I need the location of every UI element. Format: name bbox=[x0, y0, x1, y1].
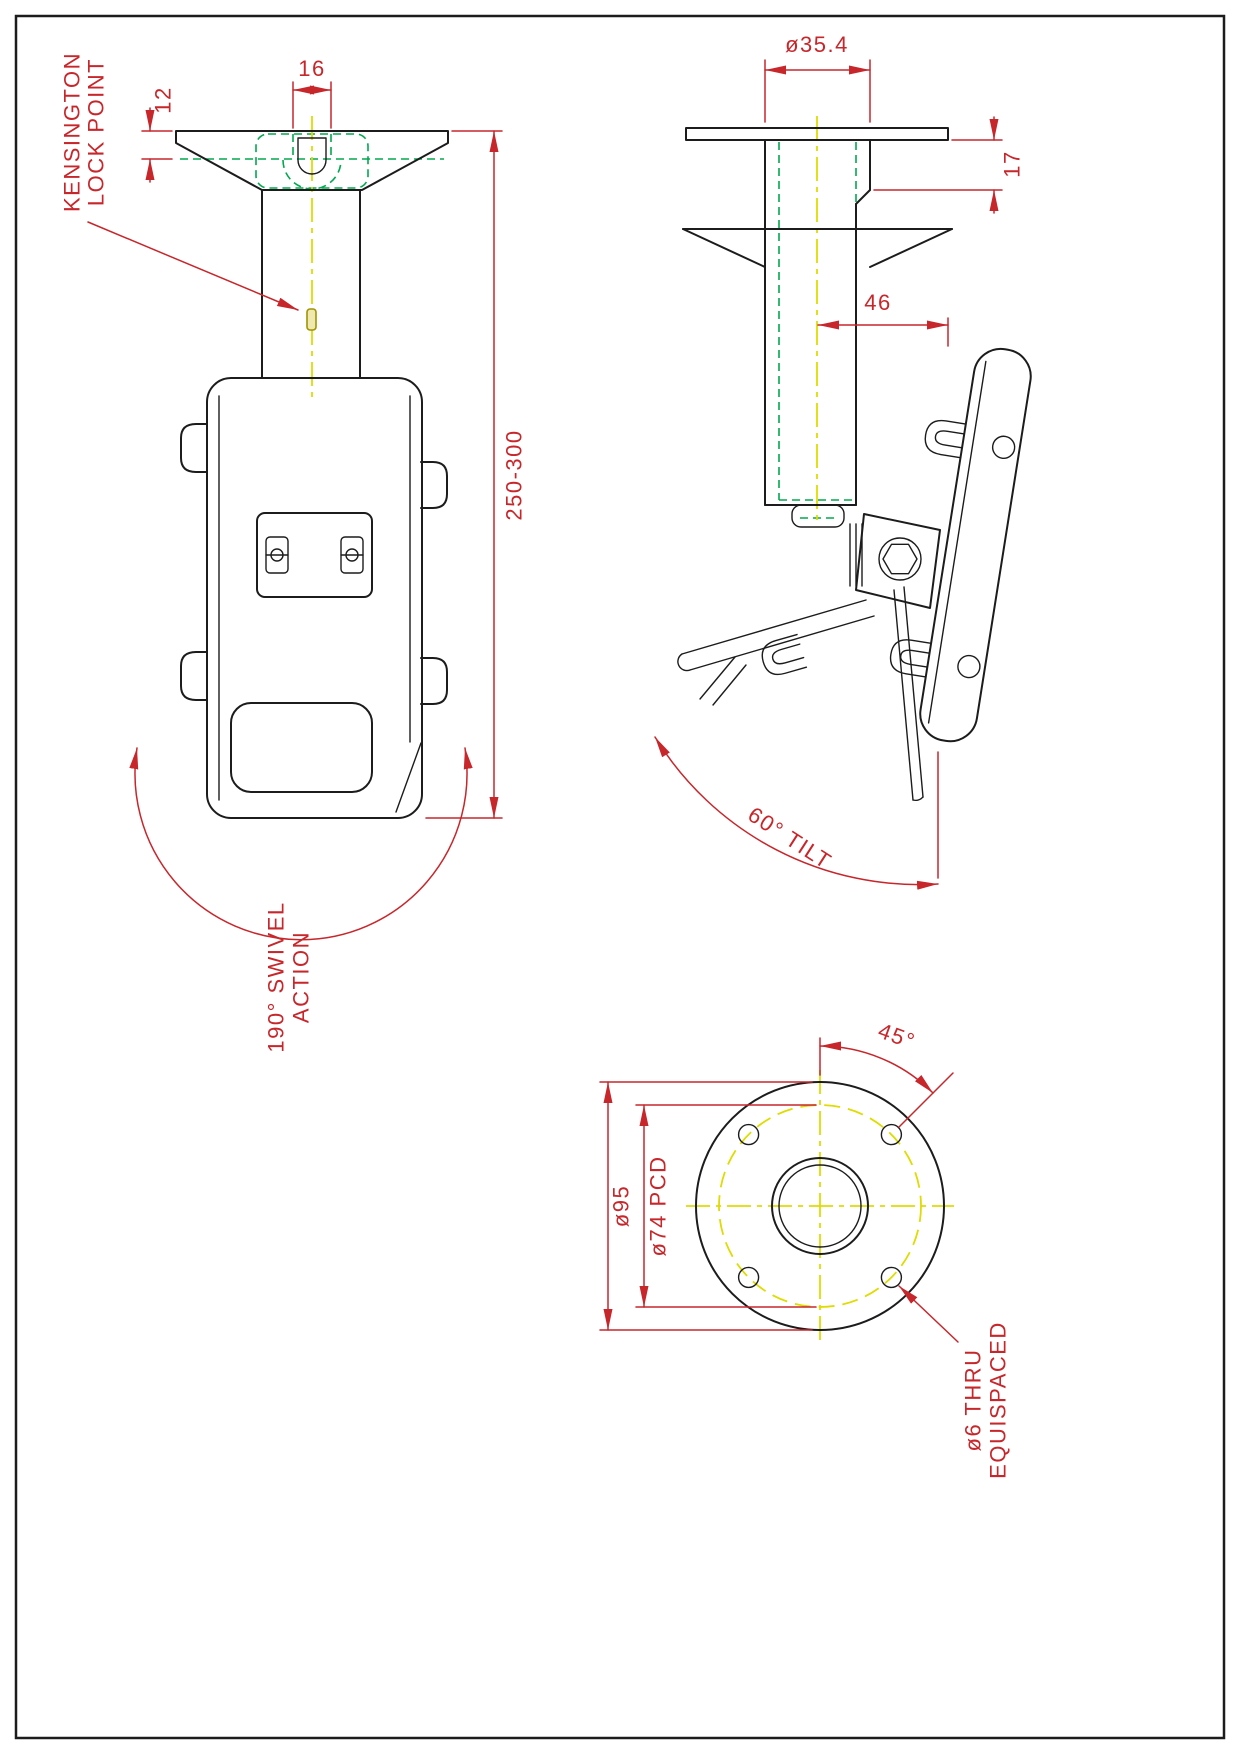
dim-offset-text: 46 bbox=[864, 290, 891, 315]
flange-center-hole-inner bbox=[778, 1164, 862, 1248]
flange-bolt-holes bbox=[737, 1123, 903, 1289]
side-device-plate bbox=[889, 347, 1032, 743]
front-center-screw bbox=[297, 137, 327, 175]
dim-step-text: 17 bbox=[1000, 150, 1025, 177]
bottom-view: ø95 ø74 PCD 45° ø6 THRU EQUISPACED bbox=[599, 1018, 1011, 1479]
dim-height: 250-300 bbox=[425, 130, 527, 819]
front-clamp-mechanism bbox=[256, 512, 373, 598]
front-body-inner-walls bbox=[218, 395, 422, 813]
dim-pcd: ø74 PCD bbox=[635, 1104, 817, 1308]
dim-step: 17 bbox=[873, 116, 1025, 214]
dim-hole-angle-text: 45° bbox=[875, 1018, 919, 1054]
holes-label-line1: ø6 THRU bbox=[961, 1349, 986, 1452]
front-body-outline bbox=[206, 377, 423, 819]
front-stem bbox=[261, 189, 361, 379]
dim-offset: 46 bbox=[817, 290, 949, 347]
side-funnel bbox=[682, 228, 953, 268]
kensington-leader-line bbox=[87, 221, 299, 311]
kensington-label-line1: KENSINGTON bbox=[60, 52, 85, 212]
dim-slot-width-text: 16 bbox=[298, 56, 325, 81]
bottom-centerlines bbox=[686, 1070, 954, 1342]
dim-outer-diameter-text: ø95 bbox=[609, 1185, 634, 1227]
swivel-label-line1: 190° SWIVEL bbox=[264, 901, 289, 1052]
dim-plate-thickness: 12 bbox=[141, 86, 176, 183]
front-view: 16 12 250-300 KENSINGTON LOCK POINT 190°… bbox=[60, 52, 527, 1053]
holes-label-line2: EQUISPACED bbox=[986, 1321, 1011, 1479]
flange-center-hole-outer bbox=[771, 1157, 869, 1255]
kensington-label-line2: LOCK POINT bbox=[84, 58, 109, 206]
dim-slot-width: 16 bbox=[292, 56, 332, 129]
sheet-border bbox=[14, 14, 1226, 1740]
side-pivot-assembly bbox=[791, 504, 941, 609]
tilt-arc bbox=[654, 736, 939, 890]
front-bottom-cutout bbox=[230, 702, 373, 793]
side-tube bbox=[764, 139, 871, 506]
swivel-label-line2: ACTION bbox=[289, 931, 314, 1023]
side-top-plate bbox=[685, 127, 949, 141]
pcd-circle bbox=[718, 1104, 922, 1308]
side-view: ø35.4 17 46 60° TILT bbox=[654, 32, 1032, 890]
dim-height-text: 250-300 bbox=[502, 429, 527, 520]
swivel-dimension: 190° SWIVEL ACTION bbox=[129, 747, 473, 1053]
dim-plate-thickness-text: 12 bbox=[151, 86, 176, 113]
swivel-arc bbox=[129, 747, 473, 941]
dim-pcd-text: ø74 PCD bbox=[646, 1156, 671, 1257]
front-clamp-tabs bbox=[180, 423, 448, 705]
side-tilted-ghost bbox=[677, 586, 924, 802]
tilt-label-text: 60° TILT bbox=[744, 802, 837, 874]
dim-hole-angle: 45° bbox=[819, 1018, 954, 1128]
dim-tube-diameter: ø35.4 bbox=[764, 32, 871, 123]
kensington-label: KENSINGTON LOCK POINT bbox=[60, 52, 299, 311]
holes-leader-line bbox=[898, 1285, 959, 1343]
dim-tube-diameter-text: ø35.4 bbox=[785, 32, 849, 57]
tilt-dimension: 60° TILT bbox=[654, 736, 939, 890]
kensington-lock-slot bbox=[306, 308, 317, 331]
hole-angle-arc bbox=[819, 1041, 934, 1094]
front-flange-outline bbox=[175, 130, 449, 191]
holes-callout: ø6 THRU EQUISPACED bbox=[898, 1285, 1011, 1479]
side-hidden-lines bbox=[778, 142, 857, 519]
dim-outer-diameter: ø95 bbox=[599, 1081, 813, 1331]
